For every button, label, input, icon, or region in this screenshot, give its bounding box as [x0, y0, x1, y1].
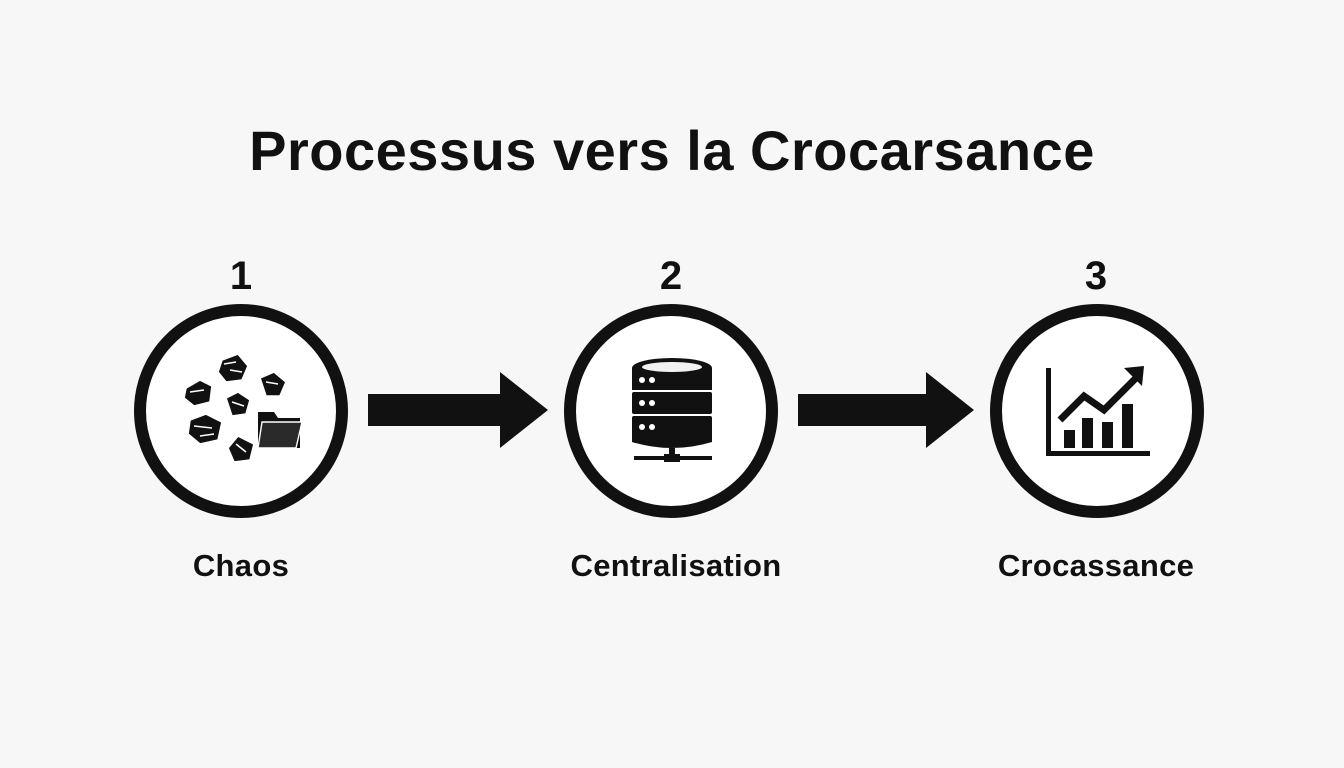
growth-chart-icon [1046, 366, 1150, 456]
step-2-label: Centralisation [570, 548, 782, 583]
arrow-right-icon [368, 372, 548, 448]
diagram-title: Processus vers la Crocarsance [249, 119, 1095, 182]
step-3-label: Crocassance [997, 548, 1195, 583]
step-3-number: 3 [1084, 254, 1108, 298]
arrow-right-icon [798, 372, 974, 448]
scattered-documents-folder-icon [183, 353, 303, 463]
step-1-label: Chaos [192, 548, 290, 583]
database-server-icon [632, 358, 712, 462]
folder-icon [257, 412, 303, 449]
step-2-number: 2 [659, 254, 683, 298]
step-1-number: 1 [229, 254, 253, 298]
